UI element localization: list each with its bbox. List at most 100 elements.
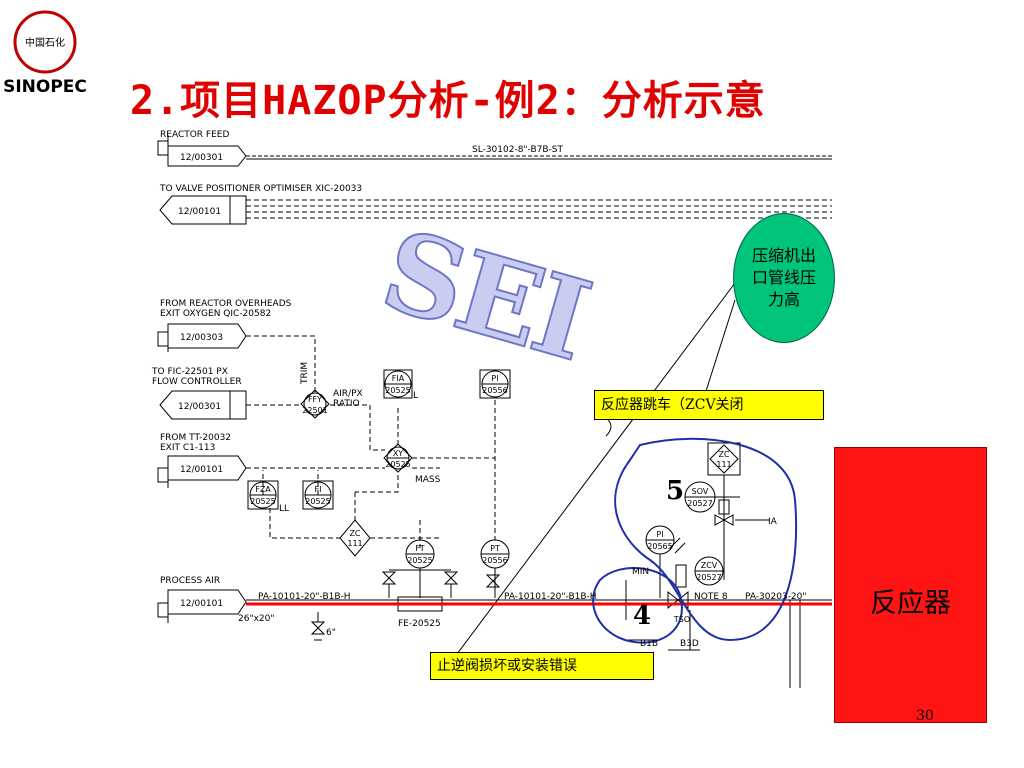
label-from-tt-2: EXIT C1-113 (160, 443, 215, 453)
solenoid (718, 499, 730, 515)
cause-bubble-text: 压缩机出口管线压力高 (751, 246, 816, 309)
impulse-lines (389, 568, 496, 598)
page-number: 30 (916, 708, 934, 724)
signal-line-lower (269, 508, 440, 539)
line-label-ia: IA (768, 517, 778, 527)
label-reactor-feed: REACTOR FEED (160, 130, 229, 140)
fia-number: 20525 (385, 386, 410, 395)
zc-left-instrument (339, 519, 371, 557)
offpage-6: 12/00101 (180, 599, 223, 609)
reactor-vessel: 反应器 (834, 447, 987, 723)
line-label-pa-3: PA-30203-20" (745, 592, 807, 602)
signal-line-transmitters (419, 408, 496, 548)
sov-tag: SOV (692, 487, 709, 496)
line-label-ll: LL (279, 504, 289, 514)
off-page-connector-2 (159, 195, 247, 225)
zcv-actuator (675, 564, 687, 588)
fi-tag: FI (315, 485, 322, 494)
pi-top-number: 20556 (482, 386, 507, 395)
offpage-4: 12/00301 (178, 402, 221, 412)
line-label-b1b: B1B (640, 639, 658, 649)
label-to-fic-1: TO FIC-22501 PX (151, 367, 228, 377)
logo-ring (13, 10, 77, 74)
fza-number: 20525 (250, 497, 275, 506)
reactor-inlet (789, 600, 801, 688)
signal-line-fza-fi (262, 470, 319, 495)
off-page-connector-6 (157, 589, 247, 623)
logo-chinese-text: 中国石化 (25, 36, 65, 49)
callout-check-valve: 止逆阀损坏或安装错误 (430, 652, 654, 680)
callout-reactor-trip: 反应器跳车（ZCV关闭 (594, 390, 824, 420)
line-label-min: MIN (632, 567, 649, 577)
ffy-instrument (300, 389, 330, 419)
line-label-reducer: 26"x20" (238, 614, 275, 624)
label-overheads-2: EXIT OXYGEN QIC-20582 (160, 309, 271, 319)
label-process-air: PROCESS AIR (160, 576, 220, 586)
pi-top-tag: PI (491, 374, 498, 383)
handdrawn-circle-4 (592, 567, 683, 644)
cause-bubble: 压缩机出口管线压力高 (733, 213, 835, 343)
line-label-pa-1: PA-10101-20"-B1B-H (258, 592, 351, 602)
page-title: 2.项目HAZOP分析-例2：分析示意 (130, 78, 766, 124)
line-label-l: L (413, 391, 418, 401)
pi-top-instrument (479, 369, 511, 399)
pt-number: 20556 (482, 556, 507, 565)
fi-instrument (302, 480, 334, 510)
pi-right-number: 20565 (647, 542, 672, 551)
pi-right-tag: PI (656, 530, 663, 539)
ffy-number: 22501 (302, 406, 327, 415)
zcv-instrument (694, 556, 724, 586)
line-label-b3d: B3D (680, 639, 699, 649)
line-label-fe: FE-20525 (398, 619, 441, 629)
node-number-5: 5 (666, 476, 685, 506)
callout-bracket (605, 417, 612, 437)
zc-left-number: 111 (347, 539, 362, 548)
line-label-mass: MASS (415, 475, 441, 485)
line-label-pa-2: PA-10101-20"-B1B-H (504, 592, 597, 602)
label-overheads-1: FROM REACTOR OVERHEADS (160, 299, 292, 309)
line-label-drain: 6" (326, 628, 336, 638)
xy-number: 20525 (385, 460, 410, 469)
handdrawn-circle-5 (614, 437, 798, 642)
valve-left (381, 571, 397, 598)
xy-tag: XY (393, 449, 403, 458)
line-label-trim: TRIM (300, 362, 310, 385)
node-number-4: 4 (633, 601, 652, 631)
zcv-tag: ZCV (701, 561, 718, 570)
reactor-label: 反应器 (870, 587, 951, 619)
pi-impulse (659, 537, 686, 598)
offpage-3: 12/00303 (180, 333, 223, 343)
ffy-tag: FFY (308, 395, 322, 404)
signal-line-ffy-xy (330, 404, 385, 451)
valve-pt (485, 574, 501, 588)
zcv-actuator-line (715, 475, 770, 580)
logo-latin-text: SINOPEC (3, 77, 87, 97)
line-label-sl: SL-30102-8"-B7B-ST (472, 145, 564, 155)
pt-tag: PT (490, 544, 500, 553)
ft-tag: FT (415, 544, 424, 553)
valve-mid (443, 571, 459, 598)
zc-right-number: 111 (716, 460, 731, 469)
drain-valve (310, 612, 326, 641)
line-label-air-px-1: AIR/PX (333, 389, 363, 399)
label-valve-positioner: TO VALVE POSITIONER OPTIMISER XIC-20033 (159, 184, 362, 194)
off-page-connector-5 (157, 455, 247, 488)
line-label-note: NOTE 8 (694, 592, 728, 602)
fi-number: 20525 (305, 497, 330, 506)
sov-valve (714, 514, 734, 526)
sov-number: 20527 (687, 499, 712, 508)
ft-number: 20525 (407, 556, 432, 565)
fia-instrument (383, 369, 413, 399)
signal-line-overheads (246, 335, 316, 392)
zc-right-instrument (707, 442, 741, 476)
label-to-fic-2: FLOW CONTROLLER (152, 377, 242, 387)
off-page-connector-3 (157, 323, 247, 352)
zc-left-tag: ZC (349, 529, 360, 538)
offpage-2: 12/00101 (178, 207, 221, 217)
zcv-number: 20527 (696, 573, 721, 582)
sinopec-logo: 中国石化 SINOPEC (3, 10, 87, 97)
tso-tag: TSO (673, 615, 690, 624)
offpage-5: 12/00101 (180, 465, 223, 475)
